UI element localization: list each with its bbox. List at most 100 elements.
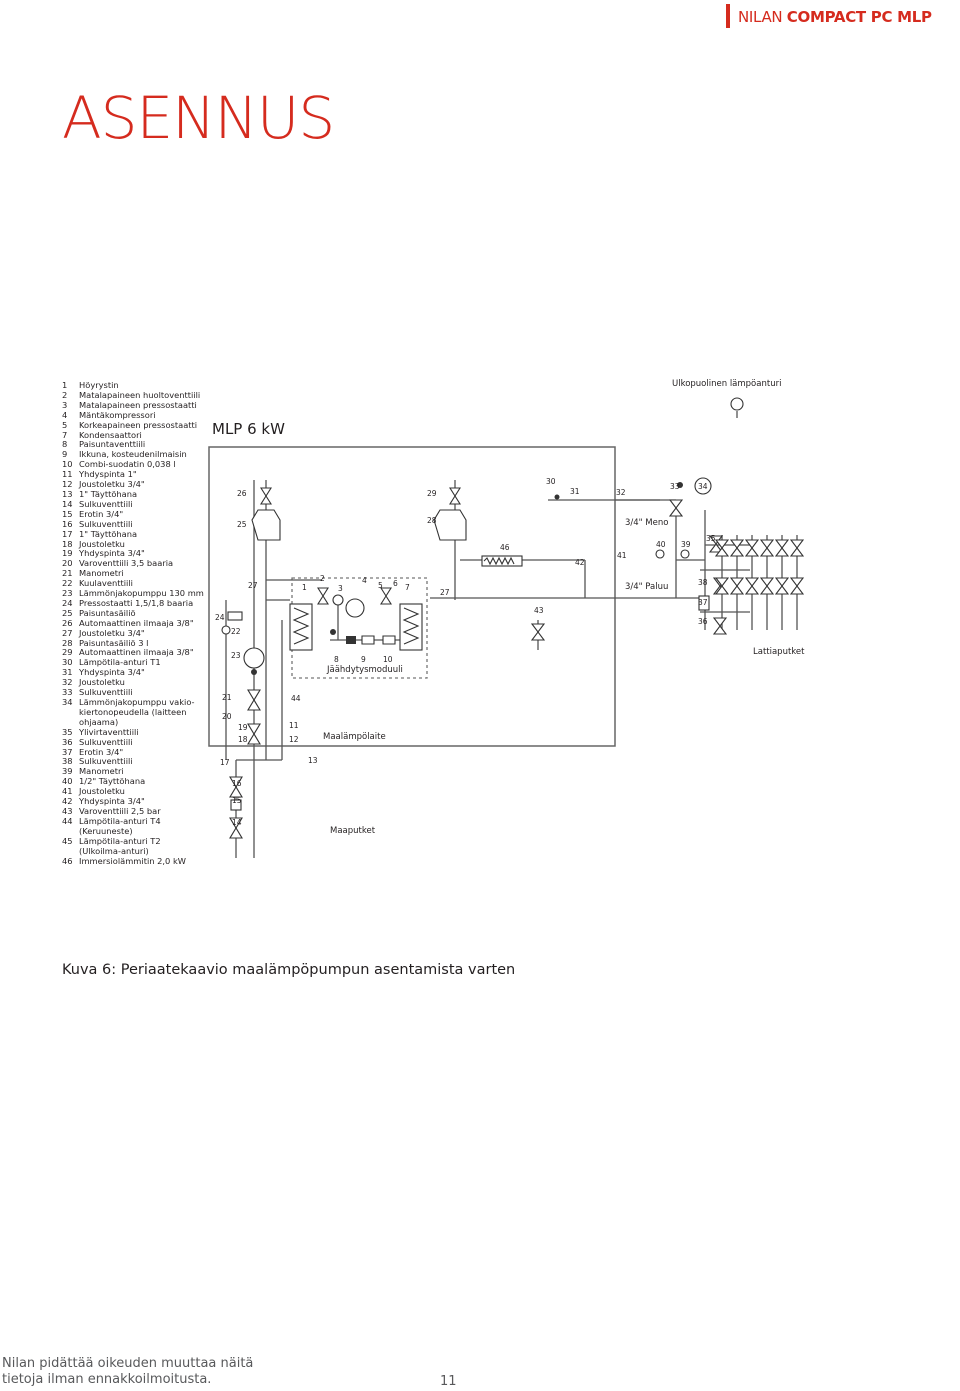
legend-text: Immersiolämmitin 2,0 kW	[79, 855, 186, 866]
legend-number: 42	[62, 796, 73, 807]
legend-text: Yhdyspinta 1"	[79, 469, 137, 480]
diagram-number: 12	[289, 735, 299, 744]
legend-item: (Keruuneste)	[62, 825, 204, 837]
diagram-number: 33	[670, 482, 680, 491]
legend-text: Automaattinen ilmaaja 3/8"	[79, 617, 194, 628]
legend-number: 9	[62, 449, 68, 460]
legend-number: 18	[62, 538, 73, 549]
diagram-number: 29	[427, 489, 437, 498]
diagram-number: 35	[706, 534, 716, 543]
diagram-number: 15	[232, 796, 242, 805]
cooling-module-label: Jäähdytysmoduuli	[327, 665, 403, 675]
ground-pipes-label: Maaputket	[330, 826, 376, 836]
legend-text: Erotin 3/4"	[79, 746, 124, 757]
diagram-number: 36	[698, 617, 708, 626]
legend-item: 31 Yhdyspinta 3/4"	[62, 667, 204, 678]
legend-text: Paisuntaventtiili	[79, 439, 146, 450]
return-label: 3/4" Paluu	[625, 582, 669, 592]
legend-text: Manometri	[79, 568, 124, 579]
diagram-number: 11	[289, 721, 299, 730]
heat-pump-label: Maalämpölaite	[323, 732, 386, 742]
diagram-number: 44	[291, 694, 301, 703]
diagram-number: 32	[616, 488, 626, 497]
diagram-number: 28	[427, 516, 437, 525]
diagram-number: 30	[546, 477, 556, 486]
legend-number: 33	[62, 687, 73, 698]
header-brand-name: NILAN	[738, 8, 783, 26]
legend-number: 10	[62, 459, 73, 470]
legend-text: Matalapaineen huoltoventtiili	[79, 389, 201, 400]
legend-text: Sulkuventtiili	[79, 687, 133, 698]
legend-number: 4	[62, 409, 68, 420]
legend-number: 34	[62, 697, 73, 707]
diagram-number: 22	[231, 627, 241, 636]
legend-text: Joustoletku	[79, 786, 125, 797]
legend-text: Joustoletku	[79, 538, 125, 549]
legend-number: 39	[62, 766, 73, 777]
legend-number: 15	[62, 508, 73, 519]
legend-text: ohjaama)	[79, 716, 119, 727]
legend-text: Sulkuventtiili	[79, 756, 133, 767]
diagram-number: 6	[393, 579, 398, 588]
diagram-number: 34	[698, 482, 708, 491]
legend-text: Ikkuna, kosteudenilmaisin	[79, 449, 187, 460]
header-brand: NILAN COMPACT PC MLP	[738, 8, 932, 26]
legend-number: 7	[62, 429, 68, 440]
diagram-number: 3	[338, 584, 343, 593]
legend-number: 14	[62, 498, 73, 509]
legend-text: (Keruuneste)	[79, 825, 133, 836]
legend-number: 17	[62, 528, 73, 539]
legend-text: Yhdyspinta 3/4"	[79, 548, 145, 559]
legend-item: 15 Erotin 3/4"	[62, 508, 204, 520]
legend-number: 23	[62, 588, 73, 599]
legend-text: Kuulaventtiili	[79, 578, 133, 589]
legend-number: 28	[62, 637, 73, 648]
legend-text: Paisuntasäiliö 3 l	[79, 637, 149, 648]
diagram-number: 23	[231, 651, 241, 660]
header-accent-bar	[726, 4, 730, 28]
diagram-number: 27	[248, 581, 258, 590]
legend-number: 20	[62, 558, 73, 569]
legend-number: 31	[62, 667, 73, 678]
legend-text: Sulkuventtiili	[79, 736, 133, 747]
diagram-number: 7	[405, 583, 410, 592]
legend-number: 35	[62, 726, 73, 737]
diagram-number: 10	[383, 655, 393, 664]
legend-number: 30	[62, 657, 73, 668]
diagram-number: 27	[440, 588, 450, 597]
legend-text: 1/2" Täyttöhana	[79, 776, 146, 787]
diagram-number: 39	[681, 540, 691, 549]
legend-number: 26	[62, 617, 73, 628]
legend-number: 1	[62, 380, 68, 390]
diagram-number: 21	[222, 693, 232, 702]
legend-item: 19 Yhdyspinta 3/4"	[62, 549, 204, 559]
legend-text: Yhdyspinta 3/4"	[79, 796, 145, 807]
footer-disclaimer: Nilan pidättää oikeuden muuttaa näitä ti…	[2, 1356, 253, 1388]
diagram-number: 20	[222, 712, 232, 721]
unit-title: MLP 6 kW	[212, 420, 285, 438]
outdoor-sensor-label: Ulkopuolinen lämpöanturi	[672, 379, 782, 389]
legend-text: Erotin 3/4"	[79, 508, 124, 519]
legend-text: Yhdyspinta 3/4"	[79, 667, 145, 678]
legend-text: Ylivirtaventtiili	[79, 726, 139, 737]
legend-number: 19	[62, 548, 73, 559]
legend-number: 45	[62, 835, 73, 846]
